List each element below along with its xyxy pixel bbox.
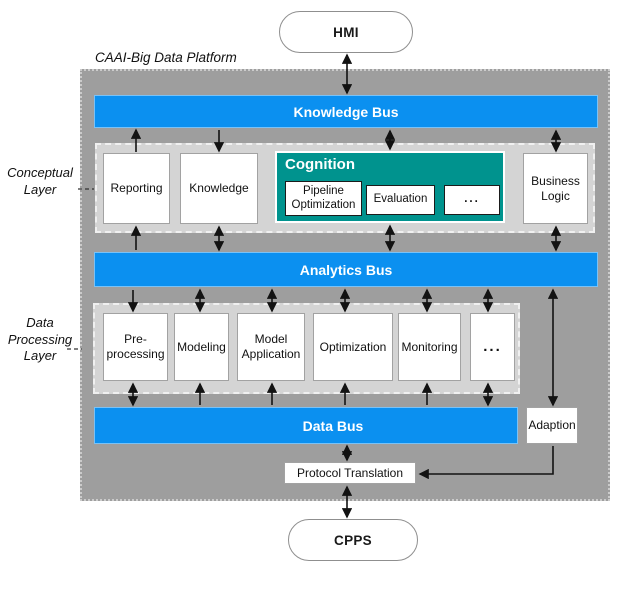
modeling-box: Modeling: [174, 313, 229, 381]
hmi-label: HMI: [333, 24, 359, 40]
evaluation-box: Evaluation: [366, 185, 435, 215]
protocol-translation-label: Protocol Translation: [296, 465, 404, 480]
optimization-label: Optimization: [319, 339, 387, 354]
knowledge-box: Knowledge: [180, 153, 258, 224]
model-application-box: Model Application: [237, 313, 305, 381]
pipeline-optimization-label: Pipeline Optimization: [291, 184, 356, 211]
cpps-label: CPPS: [334, 532, 372, 548]
knowledge-bus-label: Knowledge Bus: [293, 103, 399, 120]
optimization-box: Optimization: [313, 313, 393, 381]
knowledge-bus: Knowledge Bus: [94, 95, 598, 128]
adaption-label: Adaption: [528, 418, 576, 432]
modeling-label: Modeling: [177, 339, 226, 354]
cognition-ellipsis-label: ...: [464, 193, 480, 206]
monitoring-box: Monitoring: [398, 313, 461, 381]
model-application-label: Model Application: [241, 332, 301, 361]
pre-processing-label: Pre-processing: [106, 332, 165, 361]
evaluation-label: Evaluation: [373, 193, 428, 206]
monitoring-label: Monitoring: [401, 339, 458, 354]
cognition-title: Cognition: [285, 156, 355, 173]
pipeline-optimization-box: Pipeline Optimization: [285, 181, 362, 216]
data-bus-label: Data Bus: [302, 417, 364, 434]
reporting-label: Reporting: [110, 181, 163, 195]
business-logic-label: Business Logic: [531, 173, 580, 203]
cognition-group: Cognition Pipeline Optimization Evaluati…: [275, 151, 505, 223]
processing-ellipsis-label: ...: [483, 337, 502, 355]
business-logic-box: Business Logic: [523, 153, 588, 224]
conceptual-layer-label: Conceptual Layer: [7, 165, 73, 197]
data-processing-layer-label: Data Processing Layer: [7, 315, 73, 364]
cpps-node: CPPS: [288, 519, 418, 561]
hmi-node: HMI: [279, 11, 413, 53]
adaption-box: Adaption: [526, 407, 578, 444]
data-bus: Data Bus: [94, 407, 518, 444]
protocol-translation-box: Protocol Translation: [284, 462, 416, 484]
knowledge-label: Knowledge: [189, 181, 249, 195]
analytics-bus-label: Analytics Bus: [299, 261, 393, 278]
platform-title: CAAI-Big Data Platform: [95, 50, 237, 65]
reporting-box: Reporting: [103, 153, 170, 224]
processing-ellipsis-box: ...: [470, 313, 515, 381]
pre-processing-box: Pre-processing: [103, 313, 168, 381]
cognition-ellipsis-box: ...: [444, 185, 500, 215]
analytics-bus: Analytics Bus: [94, 252, 598, 287]
